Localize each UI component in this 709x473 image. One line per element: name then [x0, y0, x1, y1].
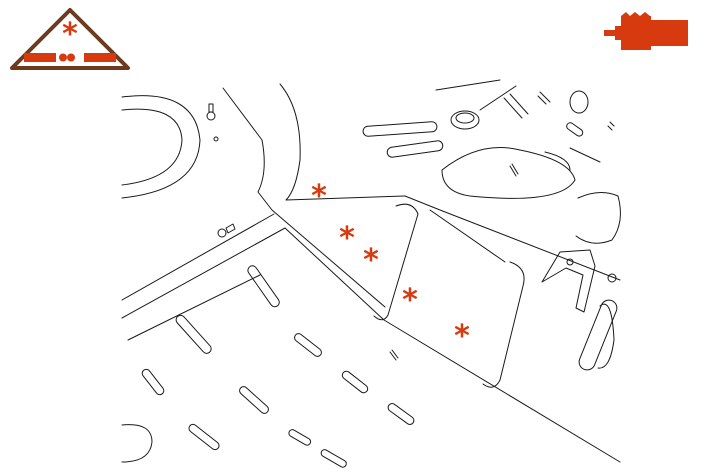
bolt-icon	[217, 223, 236, 238]
sealer-application-triangle-icon: *	[10, 8, 130, 70]
floor-panel-line-art	[121, 79, 621, 468]
sealer-marker-asterisk: *	[402, 283, 418, 318]
sealer-marker-asterisk: *	[363, 243, 379, 278]
bolt-icon	[206, 103, 216, 121]
sealer-marker-asterisk: *	[311, 179, 327, 214]
sealer-marker-asterisk: *	[454, 319, 470, 354]
sealer-markers: *****	[311, 179, 470, 354]
brush-applicator-icon	[604, 12, 688, 50]
badge-asterisk: *	[62, 17, 78, 52]
sealer-marker-asterisk: *	[339, 221, 355, 256]
